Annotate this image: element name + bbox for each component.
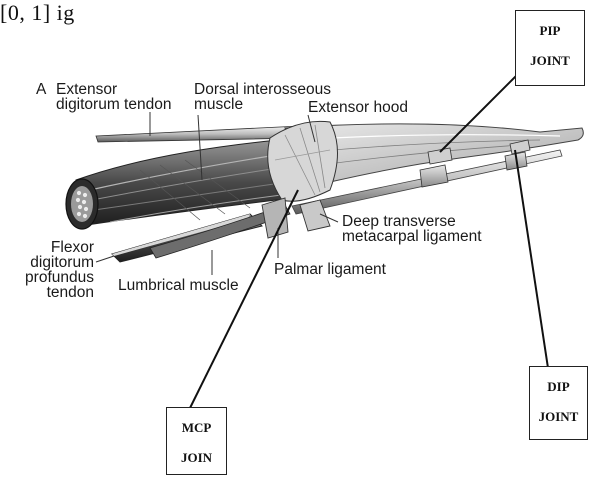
label-extensor-tendon-line2: digitorum tendon [56,97,171,112]
label-flexor-line1: Flexor [2,240,94,255]
label-extensor-tendon-line1: Extensor [56,82,171,97]
label-flexor-line4: tendon [2,285,94,300]
label-lumbrical: Lumbrical muscle [118,278,239,293]
pip-joint-box: PIP JOINT [515,10,585,86]
pip-joint-subtitle: JOINT [516,53,584,69]
dip-joint-title: DIP [530,379,587,395]
extensor-hood-shape [268,121,338,201]
label-dorsal-line1: Dorsal interosseous [194,82,331,97]
dip-joint-subtitle: JOINT [530,409,587,425]
label-flexor-line3: profundus [2,270,94,285]
pip-joint-title: PIP [516,23,584,39]
label-flexor-line2: digitorum [2,255,94,270]
label-palmar-ligament: Palmar ligament [274,262,386,277]
mcp-joint-title: MCP [167,420,226,436]
label-extensor-tendon: Extensor digitorum tendon [56,82,171,112]
mcp-joint-box: MCP JOIN [166,407,227,475]
bundle-cross-section [66,179,98,229]
label-deep-line2: metacarpal ligament [342,229,482,244]
dip-joint-box: DIP JOINT [529,366,588,440]
mcp-joint-subtitle: JOIN [167,450,226,466]
label-deep-transverse: Deep transverse metacarpal ligament [342,214,482,244]
figure-letter: A [36,82,46,97]
label-flexor-tendon: Flexor digitorum profundus tendon [2,240,94,300]
label-deep-line1: Deep transverse [342,214,482,229]
label-extensor-hood: Extensor hood [308,100,408,115]
